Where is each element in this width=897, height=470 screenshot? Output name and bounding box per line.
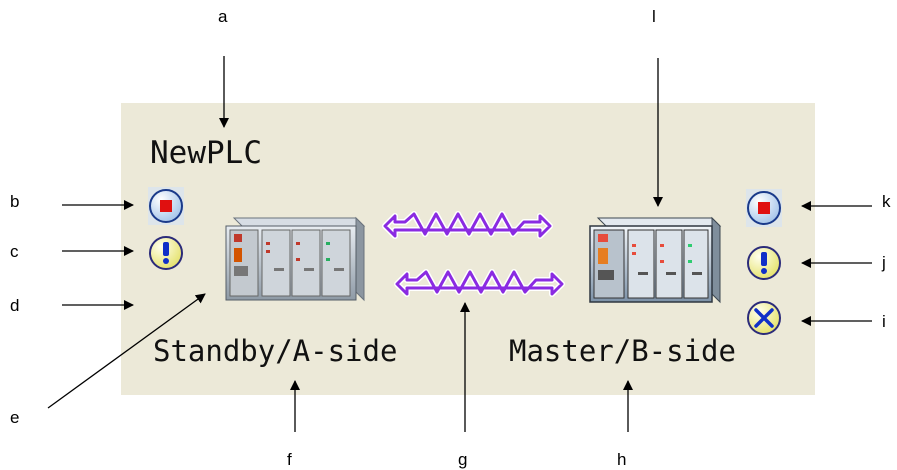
link-arrow-icon [394, 269, 565, 297]
callout-l: l [652, 7, 656, 26]
callout-d: d [10, 296, 20, 315]
warning-icon [747, 246, 781, 280]
arrow-e [47, 293, 206, 409]
callout-c: c [10, 242, 19, 261]
callout-i: i [882, 312, 886, 331]
plc-rack-icon [589, 216, 722, 304]
stop-icon [148, 187, 184, 225]
callout-g: g [458, 450, 468, 469]
warning-icon [149, 236, 183, 270]
standby-label: Standby/A-side [153, 334, 398, 368]
master-label: Master/B-side [509, 334, 736, 368]
link-arrow-icon [382, 211, 553, 239]
callout-h: h [617, 450, 627, 469]
plc-name-label: NewPLC [150, 135, 262, 171]
callout-f: f [287, 450, 292, 469]
stop-icon [746, 189, 782, 227]
callout-a: a [218, 7, 228, 26]
error-x-icon [747, 301, 781, 335]
plc-rack-icon [225, 216, 366, 302]
callout-k: k [882, 192, 891, 211]
callout-b: b [10, 192, 20, 211]
callout-arrows [47, 56, 872, 432]
callout-e: e [10, 408, 20, 427]
callout-j: j [882, 253, 886, 272]
